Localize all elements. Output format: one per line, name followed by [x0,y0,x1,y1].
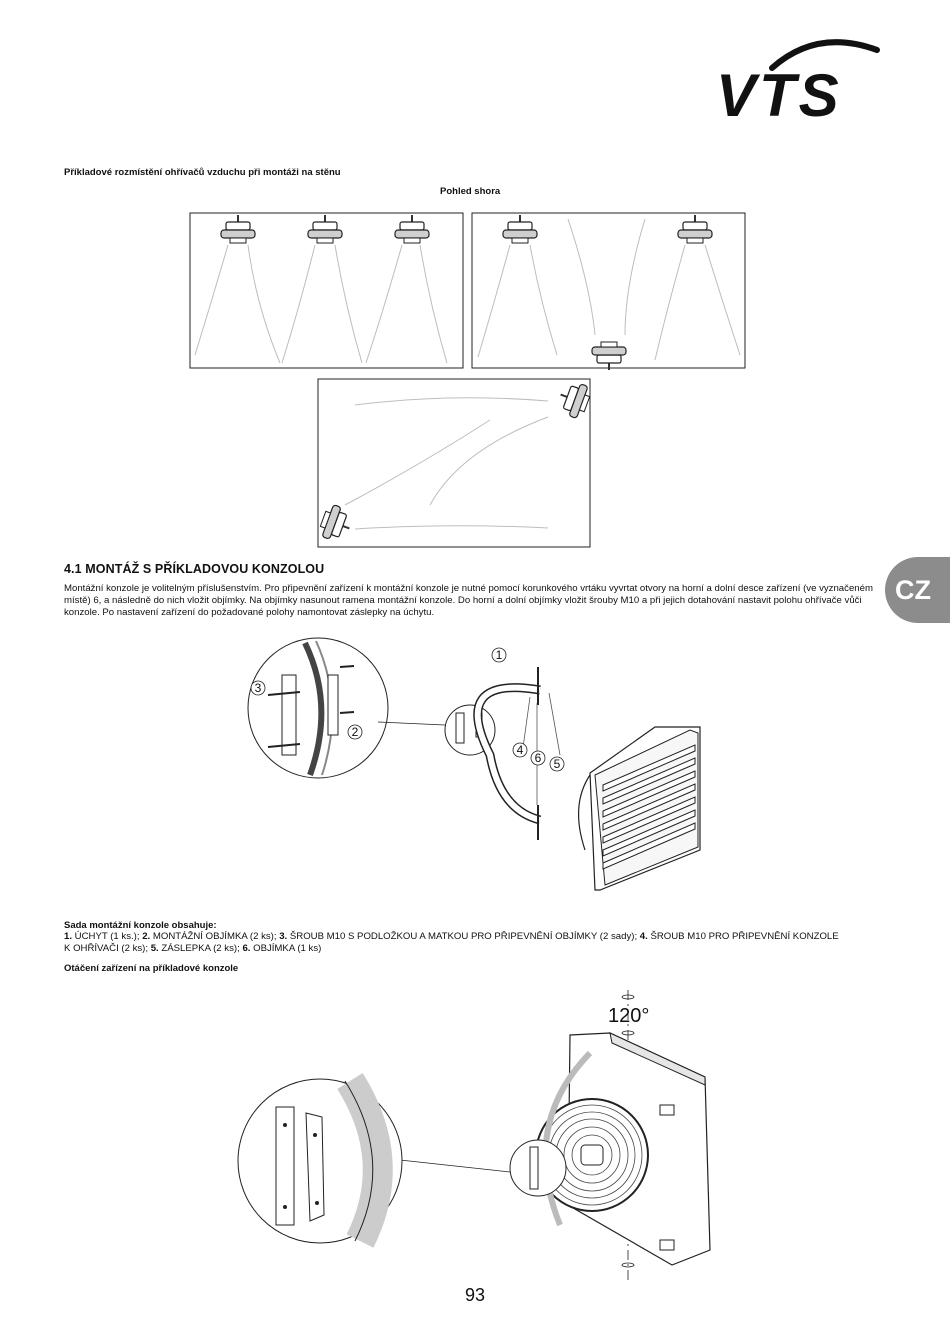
language-tab: CZ [885,557,950,623]
kit-item-text: ÚCHYT (1 ks.); [74,931,143,942]
rotation-diagram: 120° [237,990,711,1280]
panel-left [189,212,464,369]
callout-1: 1 [496,648,503,662]
airflow-lines-bottom [344,397,549,530]
callout-markers [250,647,565,772]
heater-icon [502,214,538,244]
panel-bottom [317,378,591,548]
callout-3: 3 [255,681,262,695]
kit-line-2: K OHŘÍVAČI (2 ks); 5. ZÁSLEPKA (2 ks); 6… [64,943,884,955]
kit-item-text: ŠROUB M10 S PODLOŽKOU A MATKOU PRO PŘIPE… [289,931,640,942]
kit-item-number: 4. [639,931,651,942]
kit-line-1: 1. ÚCHYT (1 ks.); 2. MONTÁŽNÍ OBJÍMKA (2… [64,931,884,943]
callout-2: 2 [352,725,359,739]
callout-5: 5 [554,757,561,771]
kit-item-number: 2. [142,931,153,942]
kit-item-text: OBJÍMKA (1 ks) [253,943,322,954]
section-paragraph: Montážní konzole je volitelným příslušen… [64,583,879,619]
heater-icon [316,501,357,546]
bracket-assembly-diagram: 1 2 3 4 5 6 [247,637,701,891]
figure1-caption: Příkladové rozmístění ohřívačů vzduchu p… [64,167,341,178]
paragraph-line: konzole. Po nastavení zařízení do požado… [64,607,435,618]
kit-item-number: 1. [64,931,75,942]
section-title: 4.1 MONTÁŽ S PŘÍKLADOVOU KONZOLOU [64,562,325,576]
heater-icon [591,341,627,371]
vts-logo: VTS [716,39,880,129]
callout-4: 4 [517,743,524,757]
heater-icon [553,377,594,422]
kit-item-text: MONTÁŽNÍ OBJÍMKA (2 ks); [152,931,280,942]
wall-placement-diagram [189,212,746,548]
vts-logo-text: VTS [716,62,842,129]
kit-item-number: 6. [242,943,254,954]
kit-item-text: K OHŘÍVAČI (2 ks); [64,943,151,954]
rotation-angle-label: 120° [608,1005,649,1027]
heater-icon [677,214,713,244]
airflow-lines-left [194,244,448,364]
kit-heading: Sada montážní konzole obsahuje: [64,920,217,931]
page-number: 93 [464,1285,486,1305]
kit-item-text: ZÁSLEPKA (2 ks); [161,943,243,954]
callout-6: 6 [535,751,542,765]
paragraph-line: Montážní konzole je volitelným příslušen… [64,583,873,594]
heater-icon [394,214,430,244]
kit-item-text: ŠROUB M10 PRO PŘIPEVNĚNÍ KONZOLE [650,931,839,942]
figure1-view-label: Pohled shora [440,186,501,197]
paragraph-line: místě) 6, a následně do nich vložit objí… [64,595,862,606]
heater-icon [307,214,343,244]
heater-icon [220,214,256,244]
kit-item-number: 3. [279,931,290,942]
airflow-lines-right [477,218,741,361]
kit-list: 1. ÚCHYT (1 ks.); 2. MONTÁŽNÍ OBJÍMKA (2… [64,931,884,955]
figure3-caption: Otáčení zařízení na příkladové konzole [64,963,239,974]
kit-item-number: 5. [150,943,162,954]
